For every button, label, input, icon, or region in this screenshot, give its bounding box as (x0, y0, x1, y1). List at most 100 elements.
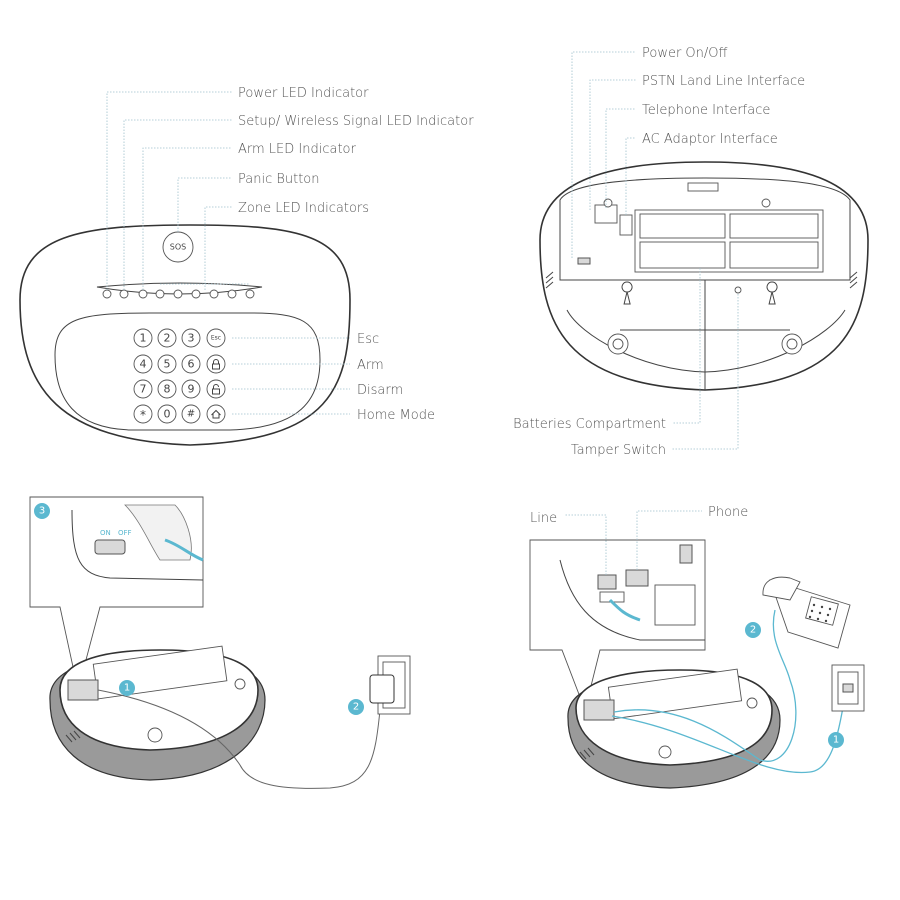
power-led-icon (102, 289, 112, 299)
power-setup: ON OFF 3 1 2 (29, 496, 411, 789)
led-indicator-row (96, 282, 263, 299)
sos-label: SOS (170, 243, 186, 252)
key-arm[interactable] (206, 354, 226, 374)
unlock-icon (212, 384, 220, 395)
key-3[interactable]: 3 (181, 328, 201, 348)
front-leaders (106, 91, 350, 415)
key-5[interactable]: 5 (157, 354, 177, 374)
tamper-switch (734, 286, 742, 294)
back-panel: Power On/Off PSTN Land Line Interface Te… (513, 46, 869, 458)
svg-text:*: * (140, 408, 146, 422)
front-panel: SOS Power LED (19, 86, 474, 446)
svg-text:1: 1 (140, 332, 147, 345)
key-home[interactable] (206, 404, 226, 424)
phone-label: Phone (708, 505, 748, 520)
svg-text:3: 3 (188, 332, 195, 345)
telephone-interface-label: Telephone Interface (642, 103, 770, 118)
home-icon (211, 409, 221, 419)
setup-led-label: Setup/ Wireless Signal LED Indicator (238, 114, 474, 129)
svg-text:9: 9 (188, 383, 195, 396)
zone-led-icon (227, 289, 237, 299)
svg-text:2: 2 (750, 625, 756, 636)
telephone-port (619, 214, 633, 236)
line-port (597, 574, 617, 590)
svg-text:1: 1 (833, 735, 839, 746)
keypad-area (54, 312, 321, 431)
mount-hole-right (766, 281, 778, 305)
step-badge-1: 1 (119, 680, 135, 696)
zone-led-icon (191, 289, 201, 299)
arm-label: Arm (357, 358, 384, 373)
svg-text:6: 6 (188, 358, 195, 371)
arm-led-label: Arm LED Indicator (238, 142, 357, 157)
keypad: 1 2 3 Esc 4 5 6 7 8 9 * 0 # (133, 328, 226, 424)
finger-illustration (124, 504, 192, 561)
step-badge-3: 3 (34, 503, 50, 519)
power-cable (97, 689, 381, 789)
svg-text:3: 3 (39, 506, 45, 517)
key-esc[interactable]: Esc (206, 328, 226, 348)
power-led-label: Power LED Indicator (238, 86, 369, 101)
panic-button[interactable]: SOS (162, 231, 194, 263)
step-badge-1: 1 (828, 732, 844, 748)
svg-text:2: 2 (164, 332, 171, 345)
back-panel-body (539, 161, 869, 391)
line-label: Line (530, 511, 557, 526)
key-2[interactable]: 2 (157, 328, 177, 348)
arm-led-icon (138, 289, 148, 299)
batteries-label: Batteries Compartment (513, 417, 666, 432)
phone-port (625, 569, 649, 587)
key-6[interactable]: 6 (181, 354, 201, 374)
home-mode-label: Home Mode (357, 408, 435, 423)
switch-off-text: OFF (118, 529, 132, 537)
telephone-icon (762, 576, 851, 649)
zone-led-label: Zone LED Indicators (238, 201, 369, 216)
power-port (67, 679, 99, 701)
key-7[interactable]: 7 (133, 379, 153, 399)
plug-icon (369, 674, 395, 704)
mount-hole-left (621, 281, 633, 305)
back-inner-frame (559, 177, 851, 281)
svg-text:7: 7 (140, 383, 147, 396)
signal-icon (119, 289, 129, 299)
disarm-label: Disarm (357, 383, 403, 398)
pstn-label: PSTN Land Line Interface (642, 74, 805, 89)
ac-adaptor-label: AC Adaptor Interface (642, 132, 778, 147)
panic-button-label: Panic Button (238, 172, 320, 187)
svg-text:#: # (187, 409, 195, 420)
key-4[interactable]: 4 (133, 354, 153, 374)
svg-text:0: 0 (164, 408, 171, 421)
step-badge-2: 2 (745, 622, 761, 638)
svg-text:2: 2 (353, 702, 359, 713)
svg-text:5: 5 (164, 358, 171, 371)
key-0[interactable]: 0 (157, 404, 177, 424)
zone-led-icon (209, 289, 219, 299)
power-switch (577, 257, 591, 265)
tamper-label: Tamper Switch (571, 443, 666, 458)
key-star[interactable]: * (133, 404, 153, 424)
svg-text:1: 1 (124, 683, 130, 694)
esc-label: Esc (357, 332, 379, 347)
key-1[interactable]: 1 (133, 328, 153, 348)
key-disarm[interactable] (206, 379, 226, 399)
zone-led-icon (173, 289, 183, 299)
lock-icon (212, 359, 220, 370)
svg-text:Esc: Esc (211, 335, 221, 342)
switch-on-text: ON (100, 529, 111, 537)
back-leaders (571, 51, 739, 450)
key-hash[interactable]: # (181, 404, 201, 424)
step-badge-2: 2 (348, 699, 364, 715)
power-switch-label: Power On/Off (642, 46, 728, 61)
zone-led-icon (155, 289, 165, 299)
svg-text:4: 4 (140, 358, 147, 371)
phone-callout-box (529, 539, 706, 712)
power-toggle-switch (94, 539, 126, 555)
key-9[interactable]: 9 (181, 379, 201, 399)
battery-compartment (634, 209, 824, 273)
svg-text:8: 8 (164, 383, 171, 396)
phone-setup: Line Phone 2 (529, 505, 865, 789)
wall-socket-icon (831, 664, 865, 712)
zone-led-icon (245, 289, 255, 299)
key-8[interactable]: 8 (157, 379, 177, 399)
